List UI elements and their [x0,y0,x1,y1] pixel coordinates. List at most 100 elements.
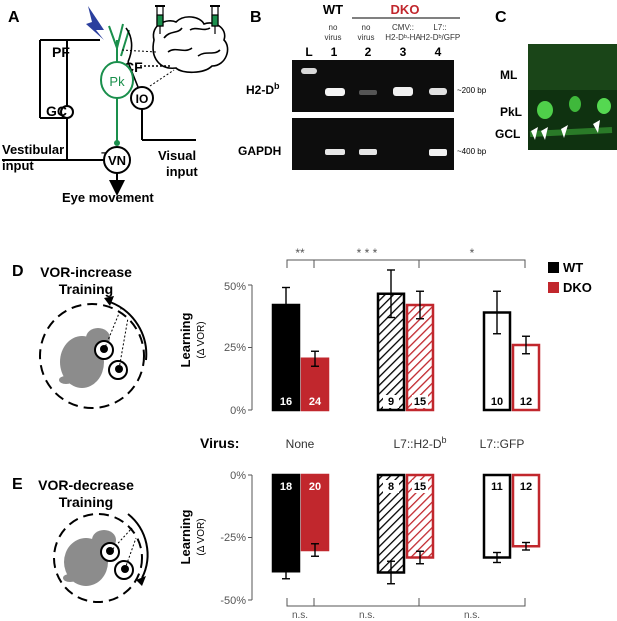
y-tick-label: 50% [224,281,246,293]
chart-e-plot: 18 20 8 15 11 12 [248,473,541,601]
mouse-rotation-icon [39,296,148,409]
size-marker-200: ~200 bp [457,86,487,95]
layer-pkl-label: PkL [500,105,522,119]
n-label: 12 [520,396,532,408]
syringe-icon [155,5,165,34]
layer-gcl-label: GCL [495,127,520,141]
bar-dko [405,303,435,412]
panel-d-ylabel: Learning [178,312,193,367]
panel-e-letter: E [12,476,23,493]
vn-label: VN [108,153,126,168]
vestibular-label: Vestibular [2,142,64,157]
n-label-bg [412,480,428,493]
significance-marker: n.s. [359,610,375,621]
inhibition-sign: – [101,145,108,159]
significance-marker: * * * [357,246,378,260]
visual-label: Visual [158,148,196,163]
n-label: 12 [520,481,532,493]
legend-label-wt: WT [563,260,583,275]
ladder-label: L [305,45,312,59]
n-label: 15 [414,396,426,408]
significance-marker: ** [295,246,305,260]
panel-a-circuit: A PF CF Pk – GC Vestibular input [2,5,229,205]
legend-swatch-dko [548,282,559,293]
panel-d-ylabel-sub: (Δ VOR) [196,321,207,358]
n-label: 8 [388,481,394,493]
y-tick-label: -50% [220,595,246,607]
significance-brackets-e [286,598,526,607]
mouse-rotation-icon [53,513,149,603]
significance-brackets-d [286,259,526,268]
gel-image-h2d [292,60,454,112]
panel-d-title: VOR-increase [40,264,132,280]
wt-header: WT [323,2,343,17]
h2d-row-label: H2-Db [246,81,280,97]
virus-group-label: L7::H2-Db [393,435,446,451]
bar-wt [271,473,301,573]
lane-2-condition-2: virus [358,33,375,42]
y-tick-label: 25% [224,342,246,354]
n-label: 9 [388,396,394,408]
gapdh-row-label: GAPDH [238,144,281,158]
virus-group-label: None [286,437,315,451]
lane-label: 4 [435,45,442,59]
pf-label: PF [52,44,70,60]
n-label-bg [383,395,399,408]
panel-e-title-2: Training [59,494,113,510]
dko-header: DKO [391,2,420,17]
panel-d: D VOR-increase Training Learning (Δ VOR)… [12,246,592,417]
significance-marker: n.s. [292,610,308,621]
arrowhead-markers [531,120,600,140]
lane-2-condition: no [362,23,371,32]
stimulation-arrow-icon [86,6,104,40]
n-label: 16 [280,396,292,408]
lane-label: 1 [331,45,338,59]
lane-3-condition-2: H2-Dᵇ-HA [385,33,421,42]
lane-label: 3 [400,45,407,59]
panel-e-ylabel-sub: (Δ VOR) [196,518,207,555]
brain-cartoon-icon [140,16,229,74]
lane-1-condition: no [329,23,338,32]
panel-e-title: VOR-decrease [38,477,134,493]
n-label: 24 [309,396,322,408]
virus-row: Virus: None L7::H2-Db L7::GFP [200,435,524,451]
gel-image-gapdh [292,118,454,170]
n-label: 11 [491,481,503,493]
panel-b-letter: B [250,9,262,26]
panel-d-title-2: Training [59,281,113,297]
lane-label: 2 [365,45,372,59]
n-label: 10 [491,396,503,408]
y-tick-label: 0% [230,470,246,482]
lane-4-condition: L7:: [433,23,446,32]
y-tick-label: -25% [220,532,246,544]
eye-movement-label: Eye movement [62,190,154,205]
panel-e: E VOR-decrease Training Learning (Δ VOR)… [12,470,541,621]
n-label-bg [383,480,399,493]
n-label-bg [412,395,428,408]
size-marker-400: ~400 bp [457,147,487,156]
virus-group-label: L7::GFP [480,437,525,451]
visual-label-2: input [166,164,198,179]
legend-label-dko: DKO [563,280,592,295]
io-label: IO [136,92,149,106]
n-label: 20 [309,481,321,493]
panel-c-fluorescence: C ML PkL GCL [495,9,617,150]
pk-label: Pk [109,74,125,89]
significance-marker: n.s. [464,610,480,621]
vestibular-label-2: input [2,158,34,173]
panel-e-ylabel: Learning [178,509,193,564]
significance-marker: * [470,246,475,260]
n-label: 18 [280,481,292,493]
layer-ml-label: ML [500,68,517,82]
panel-a-letter: A [8,9,20,26]
n-label: 15 [414,481,426,493]
lane-4-condition-2: H2-Dᵇ/GFP [420,33,460,42]
chart-d-plot: 16 24 9 15 10 12 [248,269,541,412]
syringe-icon [210,5,220,34]
panel-c-letter: C [495,9,507,26]
lane-3-condition: CMV:: [392,23,414,32]
panel-b-gel: B WT DKO no virus no virus CMV:: H2-Dᵇ-H… [238,2,487,170]
lane-1-condition-2: virus [325,33,342,42]
legend-swatch-wt [548,262,559,273]
